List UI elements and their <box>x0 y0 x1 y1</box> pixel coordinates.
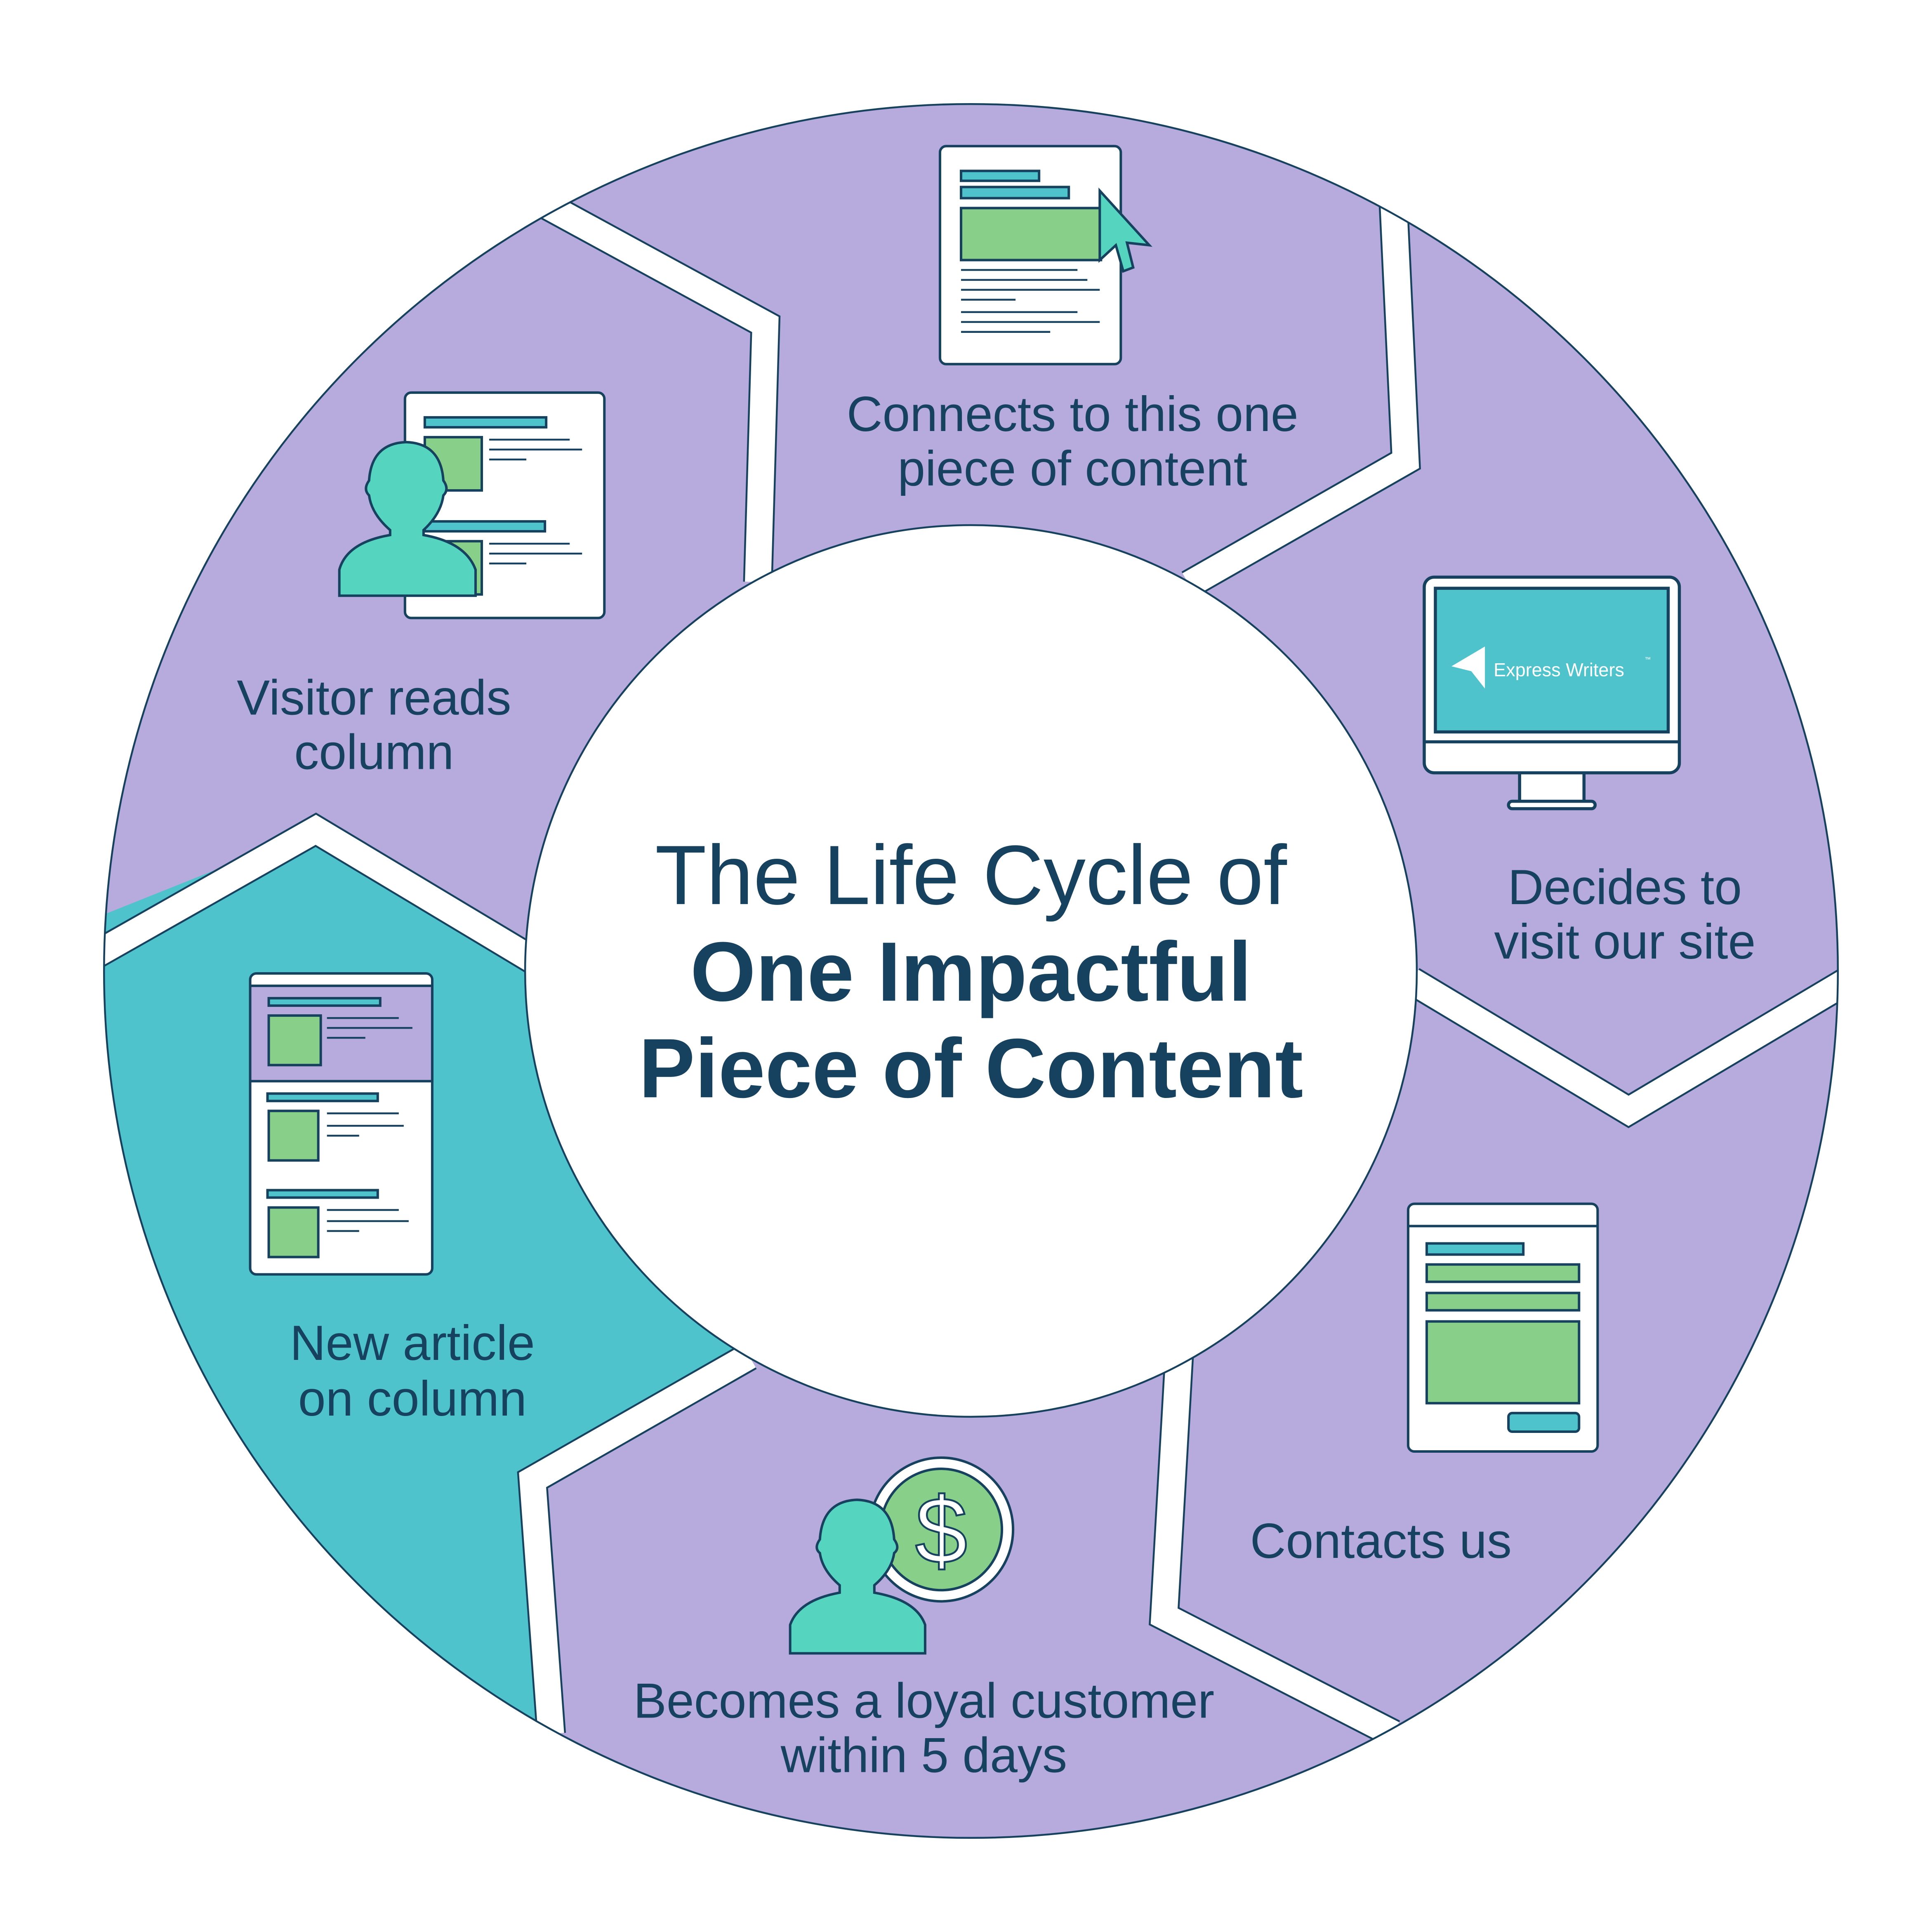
document-click-icon <box>938 145 1152 365</box>
svg-text:column: column <box>294 725 454 780</box>
svg-text:Visitor reads: Visitor reads <box>237 670 511 725</box>
svg-text:Becomes a loyal customer: Becomes a loyal customer <box>634 1673 1214 1729</box>
title-line-2: One Impactful <box>690 925 1251 1019</box>
svg-text:visit our site: visit our site <box>1494 914 1755 969</box>
center-circle <box>524 524 1418 1418</box>
express-writers-logo: Express Writers ™ <box>1451 646 1651 689</box>
stage-label-visitor-reads: Visitor reads column <box>237 670 511 780</box>
stage-label-loyal-customer: Becomes a loyal customer within 5 days <box>634 1673 1214 1783</box>
svg-text:™: ™ <box>1645 656 1651 663</box>
svg-text:Express Writers: Express Writers <box>1494 659 1624 680</box>
svg-text:$: $ <box>915 1478 967 1583</box>
submit-button-icon <box>1507 1411 1581 1433</box>
person-reading-icon <box>338 391 606 620</box>
monitor-icon: Express Writers ™ <box>1423 575 1681 810</box>
title-line-1: The Life Cycle of <box>655 828 1287 922</box>
svg-text:piece of content: piece of content <box>898 441 1247 496</box>
stage-label-new-article: New article on column <box>290 1315 535 1426</box>
svg-text:on column: on column <box>298 1371 527 1426</box>
title-line-3: Piece of Content <box>639 1021 1303 1115</box>
svg-text:Connects to this one: Connects to this one <box>847 386 1298 442</box>
svg-text:Decides to: Decides to <box>1508 860 1742 915</box>
segment-dividers <box>104 191 1838 1747</box>
contact-form-icon <box>1407 1202 1599 1453</box>
stage-label-visits-site: Decides to visit our site <box>1494 860 1755 969</box>
article-list-icon <box>249 972 434 1276</box>
svg-text:New article: New article <box>290 1315 535 1371</box>
svg-text:within 5 days: within 5 days <box>780 1728 1067 1783</box>
stage-label-connects: Connects to this one piece of content <box>847 386 1298 496</box>
svg-text:Contacts us: Contacts us <box>1250 1513 1512 1569</box>
stage-label-contacts: Contacts us <box>1250 1513 1512 1569</box>
customer-dollar-icon: $ <box>789 1456 1015 1655</box>
